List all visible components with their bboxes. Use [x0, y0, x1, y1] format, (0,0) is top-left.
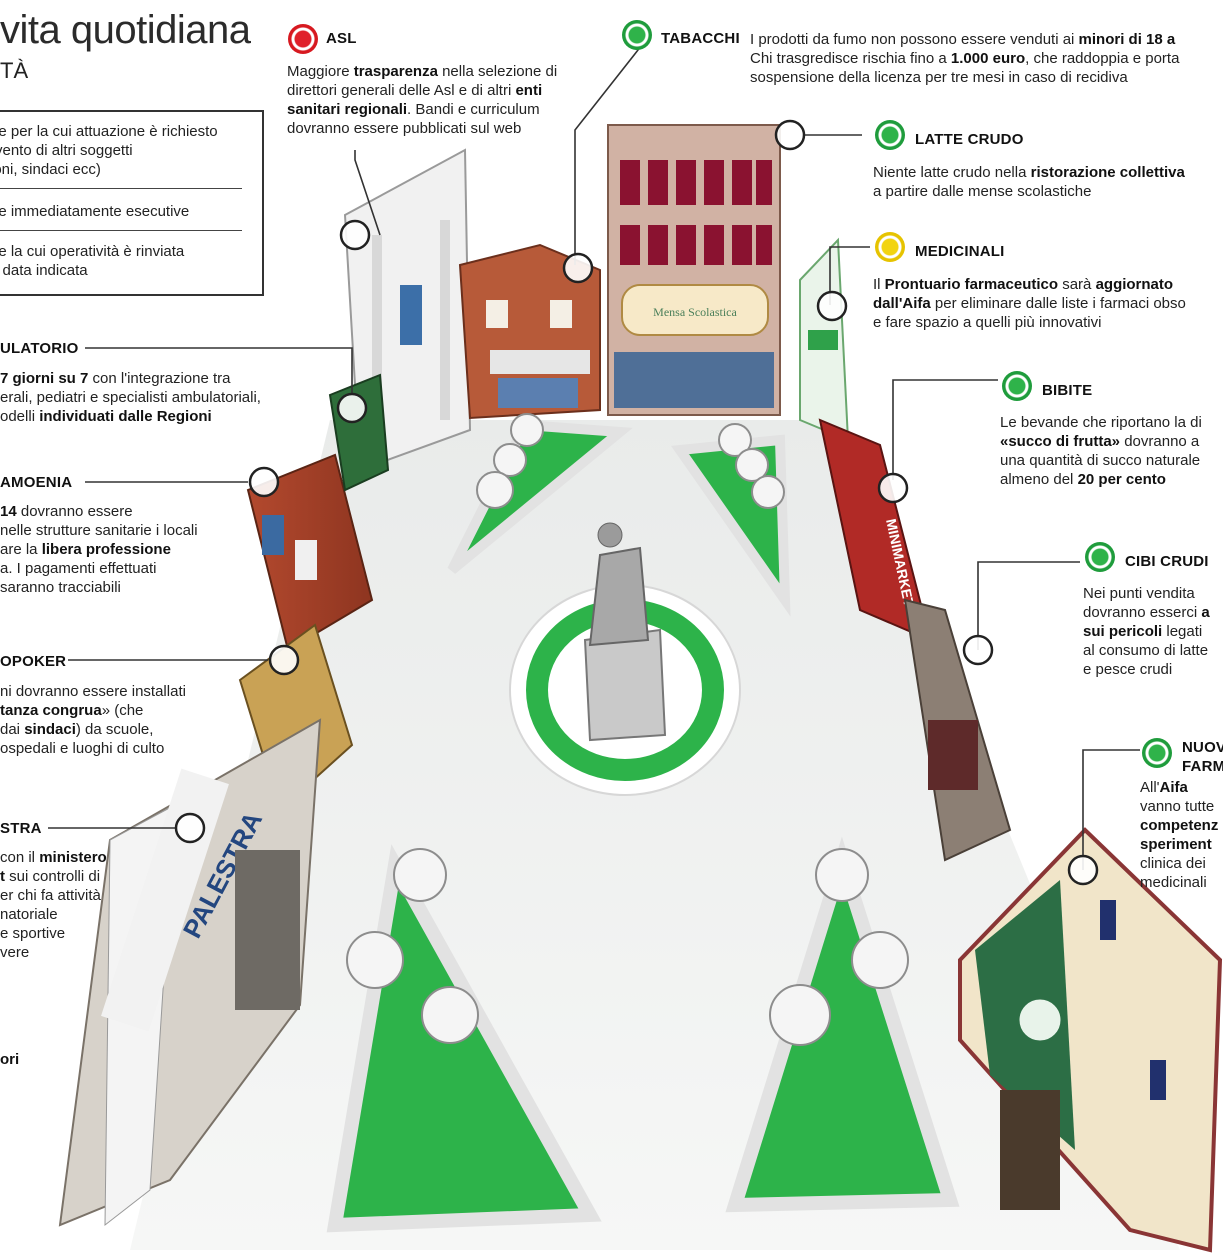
- text-line: e fare spazio a quelli più innovativi: [873, 314, 1102, 331]
- asl-status-dot: [288, 24, 318, 54]
- text-line: dovranno esserci a: [1083, 604, 1210, 621]
- nuove-farmaci-title-line1: NUOV: [1182, 739, 1223, 756]
- text-line: sanitari regionali. Bandi e curriculum: [287, 101, 540, 118]
- text-line: e pesce crudi: [1083, 661, 1173, 678]
- text-line: al consumo di latte: [1083, 642, 1209, 659]
- text-line: una quantità di succo naturale: [1000, 452, 1201, 469]
- text-line: clinica dei: [1140, 855, 1206, 872]
- text-line: almeno del 20 per cento: [1000, 471, 1166, 488]
- nuove-farmaci-title: NUOV FARM: [1182, 738, 1223, 776]
- legend-box: ne per la cui attuazione è richiesto rve…: [0, 110, 264, 296]
- bottom-left-text: ori: [0, 1050, 19, 1069]
- legend-item-1: ne per la cui attuazione è richiesto rve…: [0, 123, 218, 178]
- text-line: direttori generali delle Asl e di altri …: [287, 82, 543, 99]
- palestra-title: STRA: [0, 820, 42, 837]
- page-title: vita quotidiana: [0, 8, 251, 52]
- text-line: ospedali e luoghi di culto: [0, 740, 165, 757]
- text-line: speriment: [1140, 836, 1212, 853]
- tabacchi-status-dot: [622, 20, 652, 50]
- text-line: con il ministero: [0, 849, 107, 866]
- asl-text: Maggiore trasparenza nella selezione di d…: [287, 62, 607, 138]
- intramoenia-text: 14 dovranno essere nelle strutture sanita…: [0, 502, 240, 597]
- page-subtitle: TÀ: [0, 58, 29, 83]
- text-line: natoriale: [0, 906, 58, 923]
- text-line: I prodotti da fumo non possono essere ve…: [750, 31, 1176, 48]
- text-line: Le bevande che riportano la di: [1000, 414, 1202, 431]
- nuove-farmaci-text: All'Aifa vanno tutte competenz speriment cli…: [1140, 778, 1223, 892]
- cibi-crudi-text: Nei punti vendita dovranno esserci a sui p…: [1083, 584, 1223, 679]
- ambulatorio-title: ULATORIO: [0, 340, 79, 357]
- connector-rings: [174, 119, 1099, 886]
- latte-crudo-status-dot: [875, 120, 905, 150]
- text-line: ni dovranno essere installati: [0, 683, 186, 700]
- palestra-text: con il ministero t sui controlli di er chi…: [0, 848, 140, 962]
- cibi-crudi-status-dot: [1085, 542, 1115, 572]
- statue-pedestal: [583, 628, 667, 742]
- intramoenia-title: AMOENIA: [0, 474, 73, 491]
- bibite-title: BIBITE: [1042, 382, 1093, 399]
- text-line: vanno tutte: [1140, 798, 1215, 815]
- text-line: odelli individuati dalle Regioni: [0, 408, 212, 425]
- text-line: Niente latte crudo nella ristorazione co…: [873, 164, 1185, 181]
- medicinali-title: MEDICINALI: [915, 243, 1005, 260]
- text-line: Maggiore trasparenza nella selezione di: [287, 63, 558, 80]
- text-line: tanza congrua» (che: [0, 702, 144, 719]
- statue: [588, 546, 650, 647]
- bibite-text: Le bevande che riportano la di «succo di …: [1000, 413, 1223, 489]
- cibi-crudi-title: CIBI CRUDI: [1125, 553, 1209, 570]
- trees: [346, 413, 909, 1046]
- text-line: competenz: [1140, 817, 1219, 834]
- asl-title: ASL: [326, 30, 357, 47]
- text-line: dovranno essere pubblicati sul web: [287, 120, 522, 137]
- legend-divider: [0, 188, 242, 189]
- text-line: are la libera professione: [0, 541, 171, 558]
- text-line: dall'Aifa per eliminare dalle liste i fa…: [873, 295, 1186, 312]
- text-line: sui pericoli legati: [1083, 623, 1203, 640]
- text-line: Il Prontuario farmaceutico sarà aggiorna…: [873, 276, 1174, 293]
- connector-lines: [48, 42, 1140, 870]
- text-line: e sportive: [0, 925, 66, 942]
- medicinali-text: Il Prontuario farmaceutico sarà aggiorna…: [873, 275, 1223, 332]
- text-line: er chi fa attività: [0, 887, 101, 904]
- text-line: Chi trasgredisce rischia fino a 1.000 eu…: [750, 50, 1180, 67]
- text-line: 14 dovranno essere: [0, 503, 133, 520]
- mensa-sign-text: Mensa Scolastica: [653, 305, 737, 319]
- latte-crudo-title: LATTE CRUDO: [915, 131, 1024, 148]
- text-line: saranno tracciabili: [0, 579, 121, 596]
- text-line: a. I pagamenti effettuati: [0, 560, 157, 577]
- small-house: [458, 243, 601, 420]
- text-line: Nei punti vendita: [1083, 585, 1195, 602]
- text-line: ori: [0, 1051, 20, 1068]
- tabacchi-title: TABACCHI: [661, 30, 740, 47]
- legend-divider: [0, 230, 242, 231]
- nuove-farmaci-status-dot: [1142, 738, 1172, 768]
- text-line: erali, pediatri e specialisti ambulatori…: [0, 389, 261, 406]
- text-line: All'Aifa: [1140, 779, 1188, 796]
- text-line: medicinali: [1140, 874, 1207, 891]
- text-line: t sui controlli di: [0, 868, 101, 885]
- nuove-farmaci-title-line2: FARM: [1182, 758, 1223, 775]
- text-line: dai sindaci) da scuole,: [0, 721, 154, 738]
- ambulatorio-text: 7 giorni su 7 con l'integrazione tra eral…: [0, 369, 330, 426]
- legend-item-3: ne la cui operatività è rinviata a data …: [0, 243, 185, 279]
- medicinali-status-dot: [875, 232, 905, 262]
- text-line: a partire dalle mense scolastiche: [873, 183, 1092, 200]
- text-line: 7 giorni su 7 con l'integrazione tra: [0, 370, 231, 387]
- text-line: sospensione della licenza per tre mesi i…: [750, 69, 1128, 86]
- bibite-status-dot: [1002, 371, 1032, 401]
- videopoker-text: ni dovranno essere installati tanza congr…: [0, 682, 230, 758]
- text-line: vere: [0, 944, 30, 961]
- latte-crudo-text: Niente latte crudo nella ristorazione co…: [873, 163, 1223, 201]
- legend-item-2: ne immediatamente esecutive: [0, 203, 190, 220]
- text-line: «succo di frutta» dovranno a: [1000, 433, 1200, 450]
- text-line: nelle strutture sanitarie i locali: [0, 522, 198, 539]
- videopoker-title: OPOKER: [0, 653, 67, 670]
- tabacchi-text: I prodotti da fumo non possono essere ve…: [750, 30, 1223, 87]
